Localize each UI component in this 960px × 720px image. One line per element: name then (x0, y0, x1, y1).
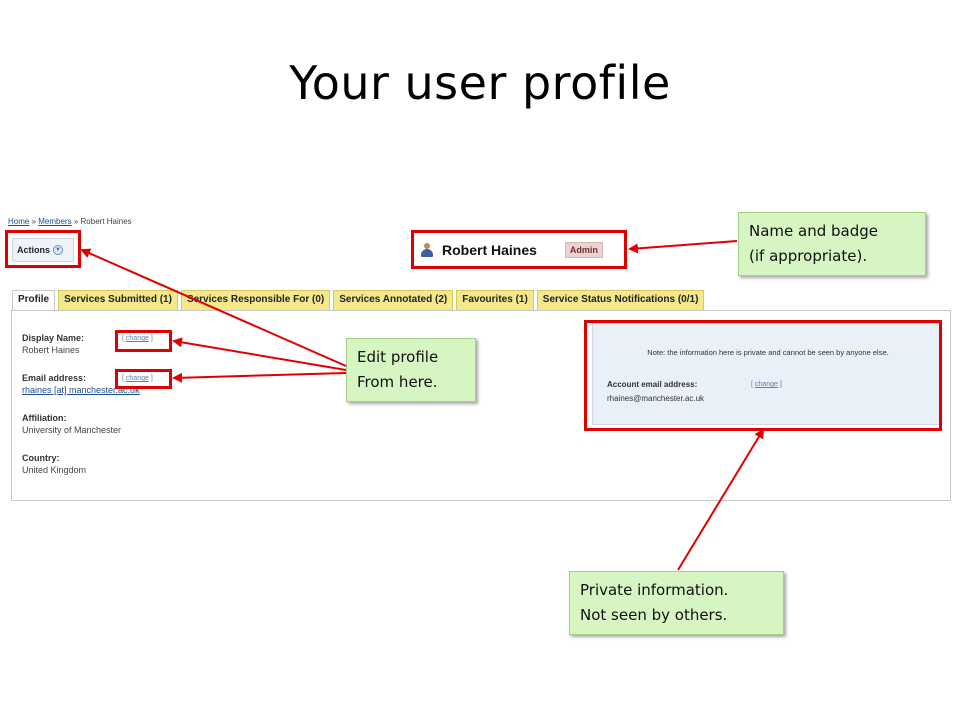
highlight-change-name (115, 330, 172, 352)
callout-name-badge: Name and badge (if appropriate). (738, 212, 926, 276)
breadcrumb: Home » Members » Robert Haines (8, 217, 132, 226)
tab-service-status-notifications[interactable]: Service Status Notifications (0/1) (536, 290, 705, 310)
breadcrumb-current: Robert Haines (80, 217, 132, 226)
bracket-open: [ (751, 381, 753, 388)
email-field: Email address: rhaines [at] manchester.a… (22, 373, 140, 395)
user-header: Robert Haines Admin (420, 236, 603, 264)
change-email[interactable]: [ change ] (122, 375, 153, 382)
callout-line: From here. (357, 373, 438, 391)
user-name: Robert Haines (442, 242, 537, 258)
actions-menu-button[interactable]: Actions ▼ (12, 238, 74, 262)
tab-favourites[interactable]: Favourites (1) (456, 290, 534, 310)
callout-edit-profile: Edit profile From here. (346, 338, 476, 402)
account-email-value: rhaines@manchester.ac.uk (607, 394, 705, 403)
display-name-label: Display Name: (22, 333, 85, 343)
highlight-private-info (584, 320, 942, 431)
tab-profile[interactable]: Profile (12, 290, 56, 311)
display-name-field: Display Name: Robert Haines (22, 333, 84, 355)
email-label: Email address: (22, 373, 87, 383)
callout-line: Private information. (580, 581, 729, 599)
callout-line: Not seen by others. (580, 606, 728, 624)
bracket-open: [ (122, 375, 124, 382)
tab-services-submitted[interactable]: Services Submitted (1) (58, 290, 178, 310)
change-account-email[interactable]: [ change ] (751, 381, 782, 388)
email-value[interactable]: rhaines [at] manchester.ac.uk (22, 385, 140, 395)
bracket-close: ] (779, 381, 782, 388)
highlight-actions (5, 230, 81, 268)
slide-title: Your user profile (289, 56, 671, 110)
callout-line: (if appropriate). (749, 247, 868, 265)
highlight-name-badge (411, 230, 627, 269)
tab-services-annotated[interactable]: Services Annotated (2) (333, 290, 454, 310)
change-account-email-link[interactable]: change (754, 381, 778, 388)
affiliation-label: Affiliation: (22, 413, 67, 423)
chevron-down-icon: ▼ (53, 245, 64, 255)
callout-private-info: Private information. Not seen by others. (569, 571, 784, 635)
country-label: Country: (22, 453, 60, 463)
tab-services-responsible-for[interactable]: Services Responsible For (0) (180, 290, 331, 310)
highlight-change-email (115, 369, 172, 389)
account-email-label: Account email address: (607, 380, 698, 389)
display-name-value: Robert Haines (22, 345, 80, 355)
actions-menu-label: Actions (17, 245, 51, 255)
arrow-to-name-badge (628, 240, 738, 254)
breadcrumb-home-link[interactable]: Home (8, 217, 30, 226)
change-email-link[interactable]: change (125, 375, 149, 382)
admin-badge: Admin (564, 242, 603, 258)
profile-tabs: Profile Services Submitted (1) Services … (12, 290, 705, 311)
bracket-close: ] (150, 375, 153, 382)
country-value: United Kingdom (22, 465, 87, 475)
callout-line: Name and badge (749, 222, 878, 240)
breadcrumb-separator: » (73, 217, 79, 226)
affiliation-value: University of Manchester (22, 425, 122, 435)
breadcrumb-members-link[interactable]: Members (38, 217, 72, 226)
breadcrumb-separator: » (31, 217, 37, 226)
callout-line: Edit profile (357, 348, 439, 366)
country-field: Country: United Kingdom (22, 453, 86, 475)
user-icon (420, 243, 434, 257)
affiliation-field: Affiliation: University of Manchester (22, 413, 121, 435)
private-info-box: Note: the information here is private an… (592, 323, 942, 425)
private-note: Note: the information here is private an… (647, 348, 889, 357)
